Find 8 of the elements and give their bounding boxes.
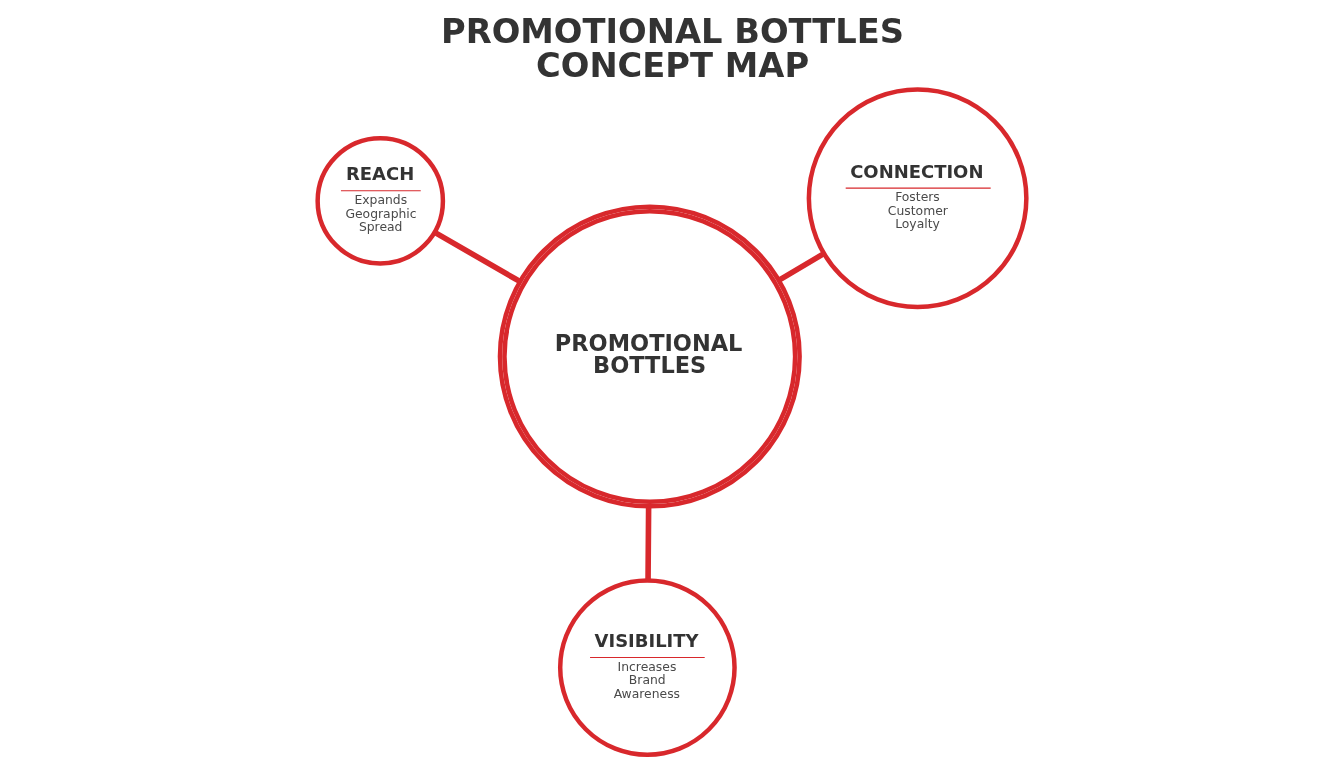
node-circle: PROMOTIONAL BOTTLES xyxy=(497,204,802,509)
node-circle: CONNECTION Fosters Customer Loyalty xyxy=(806,87,1029,310)
diagram-title: PROMOTIONAL BOTTLES CONCEPT MAP xyxy=(441,12,905,86)
connector xyxy=(645,506,652,581)
connector xyxy=(433,229,522,284)
node-circle: REACH Expands Geographic Spread xyxy=(315,136,446,266)
node-circle: VISIBILITY Increases Brand Awareness xyxy=(557,578,737,758)
connector xyxy=(777,251,826,283)
